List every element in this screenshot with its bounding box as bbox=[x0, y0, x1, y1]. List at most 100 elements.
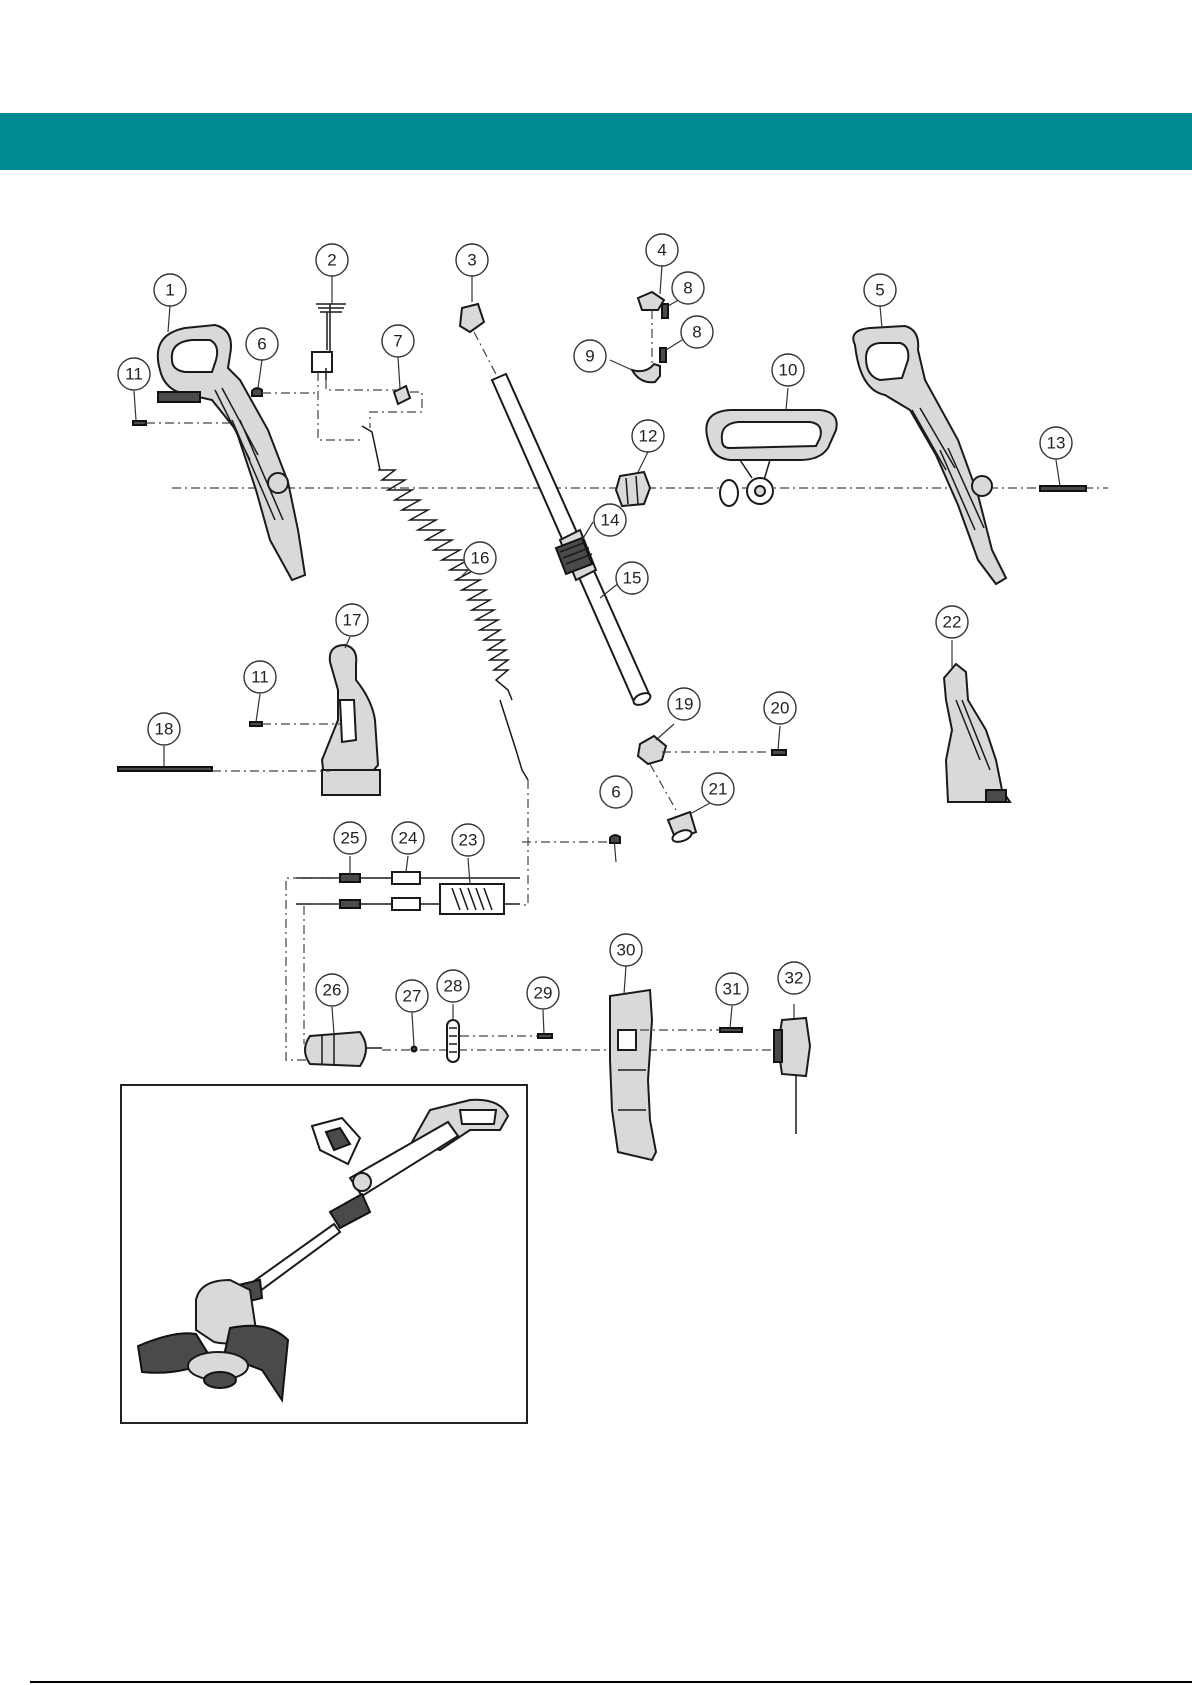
part-17-motor-housing bbox=[322, 645, 380, 795]
svg-text:11: 11 bbox=[125, 365, 143, 384]
svg-text:31: 31 bbox=[723, 980, 742, 999]
svg-text:26: 26 bbox=[323, 981, 342, 1000]
callout-28: 28 bbox=[437, 970, 469, 1002]
svg-text:8: 8 bbox=[692, 323, 701, 342]
callout-21: 21 bbox=[702, 773, 734, 805]
part-29-screw bbox=[538, 1034, 552, 1038]
part-19-nut bbox=[638, 736, 666, 764]
part-6-clip-upper bbox=[252, 388, 262, 396]
part-18-blade bbox=[118, 767, 212, 771]
callout-5: 5 bbox=[864, 274, 896, 306]
part-21-bushing bbox=[668, 812, 696, 844]
svg-text:12: 12 bbox=[639, 427, 658, 446]
callout-3: 3 bbox=[456, 244, 488, 276]
svg-text:30: 30 bbox=[617, 941, 636, 960]
callout-12: 12 bbox=[632, 420, 664, 452]
part-30-guard bbox=[610, 990, 656, 1160]
svg-text:29: 29 bbox=[534, 984, 553, 1003]
part-9-trigger bbox=[632, 364, 660, 382]
callout-22: 22 bbox=[936, 606, 968, 638]
callout-9: 9 bbox=[574, 340, 606, 372]
part-11-screw-lower bbox=[250, 722, 262, 726]
part-28-gear bbox=[447, 1020, 459, 1062]
callout-17: 17 bbox=[336, 604, 368, 636]
svg-text:15: 15 bbox=[623, 569, 642, 588]
part-22-motor-housing-half bbox=[944, 664, 1010, 802]
callout-10: 10 bbox=[772, 354, 804, 386]
svg-text:2: 2 bbox=[327, 251, 336, 270]
svg-text:28: 28 bbox=[444, 977, 463, 996]
callout-25: 25 bbox=[334, 822, 366, 854]
part-6-clip-lower bbox=[610, 835, 620, 843]
callout-11-upper: 11 bbox=[118, 358, 150, 390]
svg-text:8: 8 bbox=[683, 279, 692, 298]
svg-text:6: 6 bbox=[257, 335, 266, 354]
callout-8-lower: 8 bbox=[681, 316, 713, 348]
svg-text:9: 9 bbox=[585, 347, 594, 366]
callout-19: 19 bbox=[668, 688, 700, 720]
callout-32: 32 bbox=[778, 962, 810, 994]
callout-26: 26 bbox=[316, 974, 348, 1006]
part-3-end-cap bbox=[460, 304, 484, 332]
callout-2: 2 bbox=[316, 244, 348, 276]
part-4-trigger-lock bbox=[638, 292, 664, 310]
part-15-upper-shaft-tube bbox=[492, 374, 652, 707]
callout-6-lower: 6 bbox=[600, 776, 632, 808]
callout-13: 13 bbox=[1040, 427, 1072, 459]
part-2-switch bbox=[312, 304, 346, 380]
svg-text:1: 1 bbox=[165, 281, 174, 300]
part-20-screw bbox=[772, 750, 786, 755]
svg-text:27: 27 bbox=[403, 987, 422, 1006]
callout-31: 31 bbox=[716, 973, 748, 1005]
part-5-right-handle-housing bbox=[853, 326, 1006, 584]
callout-6-upper: 6 bbox=[246, 328, 278, 360]
callout-24: 24 bbox=[392, 822, 424, 854]
svg-text:25: 25 bbox=[341, 829, 360, 848]
part-26-motor bbox=[305, 1032, 382, 1066]
svg-text:16: 16 bbox=[471, 549, 490, 568]
part-31-screw bbox=[720, 1028, 742, 1032]
callout-11-lower: 11 bbox=[244, 661, 276, 693]
assembled-trimmer-inset bbox=[121, 1085, 527, 1423]
part-7-connector bbox=[370, 386, 422, 428]
part-8-spring-upper bbox=[662, 304, 668, 318]
svg-text:19: 19 bbox=[675, 695, 694, 714]
svg-text:4: 4 bbox=[657, 241, 666, 260]
callout-14: 14 bbox=[594, 504, 626, 536]
part-8-spring-lower bbox=[660, 348, 666, 362]
callout-7: 7 bbox=[382, 325, 414, 357]
svg-text:14: 14 bbox=[601, 511, 620, 530]
part-12-knob bbox=[616, 472, 650, 506]
callout-23: 23 bbox=[452, 824, 484, 856]
part-11-screw-upper bbox=[133, 421, 146, 425]
svg-text:21: 21 bbox=[709, 780, 728, 799]
svg-text:24: 24 bbox=[399, 829, 418, 848]
part-16-coil-cord bbox=[362, 426, 528, 780]
svg-text:23: 23 bbox=[459, 831, 478, 850]
svg-text:22: 22 bbox=[943, 613, 962, 632]
part-13-long-screw bbox=[1040, 486, 1086, 491]
callout-8-upper: 8 bbox=[672, 272, 704, 304]
part-1-left-handle-housing bbox=[158, 325, 305, 580]
callout-30: 30 bbox=[610, 934, 642, 966]
svg-text:32: 32 bbox=[785, 969, 804, 988]
part-32-spool bbox=[774, 1018, 810, 1134]
svg-text:13: 13 bbox=[1047, 434, 1066, 453]
svg-text:6: 6 bbox=[611, 783, 620, 802]
callout-15: 15 bbox=[616, 562, 648, 594]
svg-text:10: 10 bbox=[779, 361, 798, 380]
callout-18: 18 bbox=[148, 713, 180, 745]
callout-4: 4 bbox=[646, 234, 678, 266]
svg-text:11: 11 bbox=[251, 668, 269, 687]
svg-text:3: 3 bbox=[467, 251, 476, 270]
footer-rule bbox=[30, 1681, 1192, 1683]
svg-text:7: 7 bbox=[393, 332, 402, 351]
callout-27: 27 bbox=[396, 980, 428, 1012]
svg-text:5: 5 bbox=[875, 281, 884, 300]
callout-29: 29 bbox=[527, 977, 559, 1009]
part-10-auxiliary-handle bbox=[706, 410, 836, 506]
callout-20: 20 bbox=[764, 692, 796, 724]
callout-16: 16 bbox=[464, 542, 496, 574]
svg-text:20: 20 bbox=[771, 699, 790, 718]
